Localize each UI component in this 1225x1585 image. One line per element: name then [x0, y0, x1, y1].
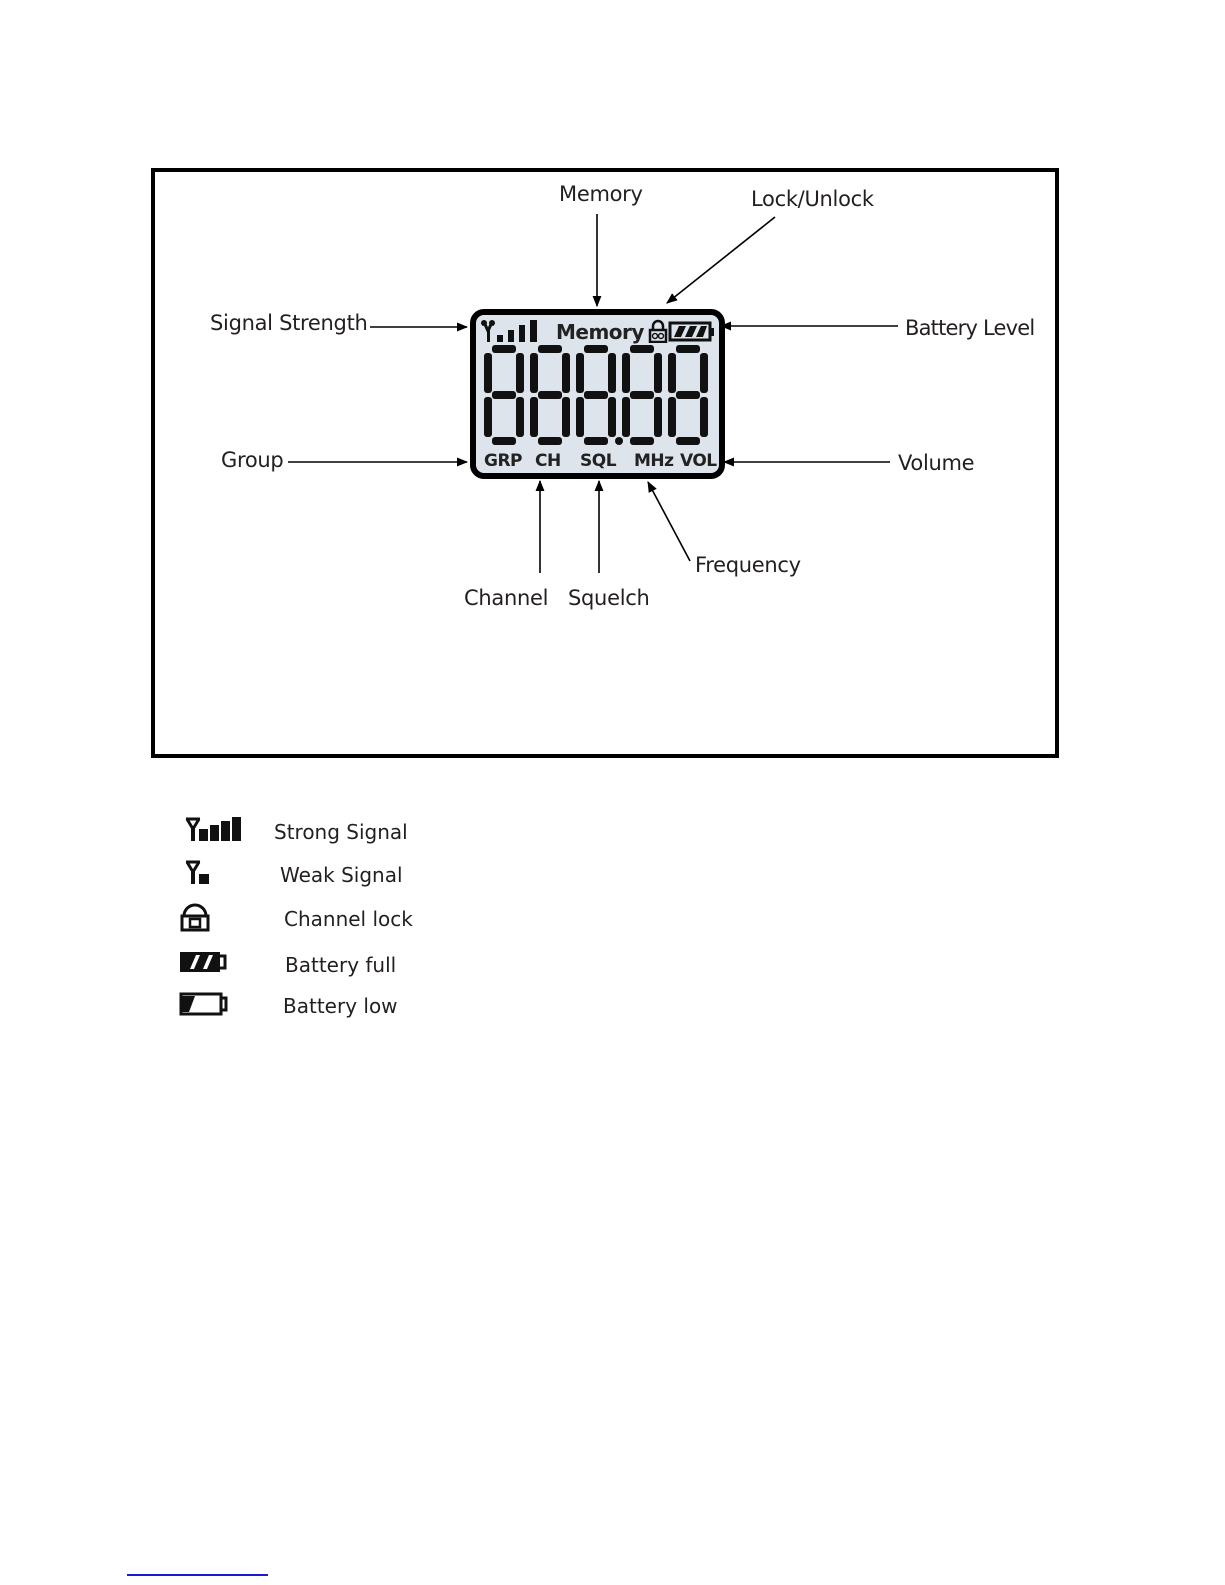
- lcd-segment-d: [630, 437, 654, 445]
- channel-label: Channel: [464, 586, 549, 610]
- battery-level-label: Battery Level: [905, 316, 1035, 340]
- lcd-digit-group: [484, 345, 708, 445]
- lcd-segment-g: [630, 391, 654, 399]
- lcd-segment-e: [530, 397, 538, 437]
- callout-arrows: [288, 214, 898, 573]
- lcd-segment-f: [668, 353, 676, 393]
- lcd-segment-b: [654, 353, 662, 393]
- lcd-segment-g: [584, 391, 608, 399]
- lcd-segment-f: [622, 353, 630, 393]
- lcd-indicator-sql: SQL: [580, 451, 617, 471]
- lcd-segment-c: [562, 397, 570, 437]
- strong-signal-icon: [185, 817, 241, 841]
- lcd-digit: [484, 345, 524, 445]
- lcd-segment-d: [584, 437, 608, 445]
- lcd-segment-b: [700, 353, 708, 393]
- lock-icon: [648, 319, 668, 343]
- lcd-segment-c: [608, 397, 616, 437]
- signal-strength-icon: [481, 320, 537, 342]
- battery-level-icon: [668, 321, 714, 342]
- frequency-label: Frequency: [695, 553, 801, 577]
- lcd-display: Memory GRP CH SQL MHz VOL: [470, 309, 725, 479]
- lcd-segment-c: [654, 397, 662, 437]
- lcd-segment-f: [576, 353, 584, 393]
- legend-item-battery-full: Battery full: [175, 948, 475, 982]
- battery-full-icon: [180, 952, 227, 972]
- legend-label: Battery full: [285, 953, 397, 977]
- lcd-segment-e: [576, 397, 584, 437]
- lcd-segment-a: [584, 345, 608, 353]
- legend-label: Weak Signal: [280, 863, 403, 887]
- lcd-segment-a: [676, 345, 700, 353]
- group-label: Group: [221, 448, 284, 472]
- lock-unlock-arrow: [666, 216, 776, 304]
- lcd-segment-b: [516, 353, 524, 393]
- frequency-arrow: [647, 481, 691, 562]
- weak-signal-icon: [185, 860, 209, 884]
- lcd-segment-d: [538, 437, 562, 445]
- lcd-digit: [576, 345, 616, 445]
- lcd-segment-f: [484, 353, 492, 393]
- lock-unlock-label: Lock/Unlock: [751, 187, 874, 211]
- lcd-digit: [668, 345, 708, 445]
- memory-label: Memory: [559, 182, 643, 206]
- lcd-indicator-vol: VOL: [680, 451, 717, 471]
- battery-low-icon: [179, 992, 228, 1016]
- lcd-indicator-mhz: MHz: [634, 451, 674, 471]
- lcd-digit: [622, 345, 662, 445]
- lcd-indicator-row: GRP CH SQL MHz VOL: [484, 449, 717, 471]
- lcd-segment-d: [492, 437, 516, 445]
- lcd-segment-b: [562, 353, 570, 393]
- footnote-separator: [127, 1574, 268, 1576]
- lcd-top-row: Memory: [480, 318, 716, 344]
- lcd-memory-indicator: Memory: [556, 320, 644, 344]
- lcd-decimal-point: [615, 437, 623, 445]
- legend-label: Battery low: [283, 994, 398, 1018]
- lcd-indicator-grp: GRP: [484, 451, 523, 471]
- lcd-segment-d: [676, 437, 700, 445]
- lcd-segment-f: [530, 353, 538, 393]
- lcd-segment-e: [668, 397, 676, 437]
- lcd-digits: [484, 345, 708, 445]
- lcd-segment-g: [676, 391, 700, 399]
- lcd-segment-a: [630, 345, 654, 353]
- lcd-segment-e: [484, 397, 492, 437]
- lcd-segment-a: [538, 345, 562, 353]
- volume-label: Volume: [898, 451, 975, 475]
- squelch-label: Squelch: [568, 586, 650, 610]
- lcd-segment-a: [492, 345, 516, 353]
- legend-item-battery-low: Battery low: [175, 989, 475, 1023]
- legend-label: Channel lock: [284, 907, 413, 931]
- legend-item-strong-signal: Strong Signal: [175, 815, 475, 849]
- signal-strength-label: Signal Strength: [210, 311, 368, 335]
- lcd-segment-g: [538, 391, 562, 399]
- legend-item-channel-lock: Channel lock: [175, 902, 475, 936]
- legend-label: Strong Signal: [274, 820, 408, 844]
- lcd-segment-b: [608, 353, 616, 393]
- lcd-digit: [530, 345, 570, 445]
- lcd-segment-c: [700, 397, 708, 437]
- channel-lock-icon: [180, 903, 210, 932]
- lcd-segment-c: [516, 397, 524, 437]
- lcd-indicator-ch: CH: [535, 451, 561, 471]
- legend-item-weak-signal: Weak Signal: [175, 858, 475, 892]
- lcd-segment-e: [622, 397, 630, 437]
- lcd-segment-g: [492, 391, 516, 399]
